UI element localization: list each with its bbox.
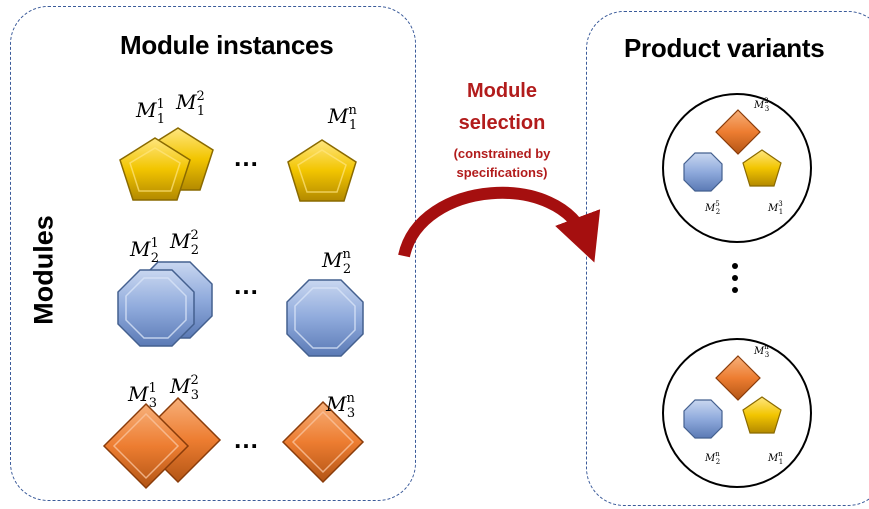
label-row2-second: M22: [170, 228, 200, 258]
pentagon-stack-row1: [119, 127, 214, 201]
label-row2-nth: Mn2: [322, 247, 352, 277]
ellipsis-row2: …: [233, 270, 260, 300]
selection-title-line1: Module: [467, 80, 537, 102]
ellipsis-row3: …: [233, 424, 260, 454]
variant-top-octagon-label: M52: [705, 200, 721, 216]
diamond-row3-nth: [281, 400, 365, 484]
label-row1-first: M11: [136, 97, 166, 127]
pentagon-row1-nth: [287, 139, 357, 202]
module-instances-title: Module instances: [120, 30, 334, 60]
label-row3-second: M23: [170, 373, 200, 403]
variant-circle-top: [662, 93, 812, 243]
variant-bottom-octagon: [683, 399, 723, 439]
variant-bottom-pentagon: [742, 396, 782, 434]
variant-bottom-pentagon-label: Mn1: [768, 450, 784, 466]
label-row3-nth: Mn3: [326, 391, 356, 421]
octagon-row2-nth: [286, 279, 364, 357]
selection-note-line1: (constrained by: [453, 146, 551, 161]
selection-note-line2: specifications): [456, 165, 548, 180]
variant-top-pentagon-label: M31: [768, 200, 784, 216]
selection-title-line2: selection: [458, 112, 546, 134]
variant-circle-bottom: [662, 338, 812, 488]
variant-top-octagon: [683, 152, 723, 192]
label-row3-first: M13: [128, 381, 158, 411]
vertical-ellipsis: [732, 263, 740, 299]
module-instances-panel: [10, 6, 416, 501]
selection-arrow: [398, 186, 601, 263]
label-row1-second: M21: [176, 89, 206, 119]
variant-top-pentagon: [742, 149, 782, 187]
ellipsis-row1: …: [233, 142, 260, 172]
diamond-stack-row3: [102, 396, 222, 490]
variant-bottom-diamond-label: Mn3: [754, 343, 770, 359]
variant-top-diamond-label: M23: [754, 97, 770, 113]
variant-top-diamond: [715, 109, 761, 155]
product-variants-title: Product variants: [624, 33, 825, 63]
label-row2-first: M12: [130, 236, 160, 266]
variant-bottom-diamond: [715, 355, 761, 401]
variant-bottom-octagon-label: Mn2: [705, 450, 721, 466]
octagon-stack-row2: [117, 261, 213, 347]
label-row1-nth: Mn1: [328, 103, 358, 133]
